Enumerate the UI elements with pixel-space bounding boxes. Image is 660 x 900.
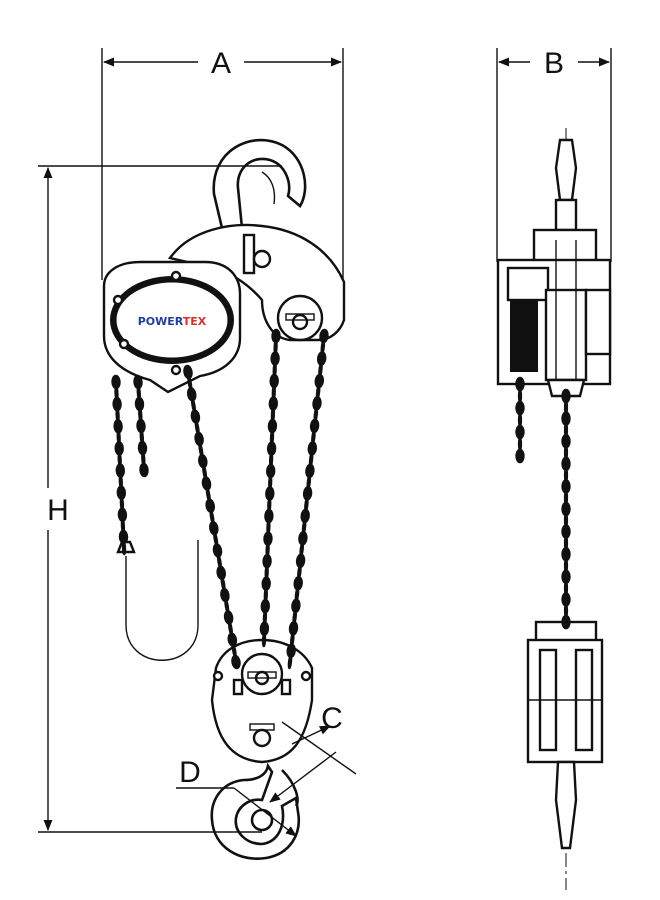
bottom-block (210, 638, 314, 764)
dimension-b: B (496, 47, 612, 262)
dimension-d-label: D (179, 756, 201, 789)
swivel-pin (252, 728, 272, 748)
dimension-c-line (281, 721, 357, 775)
side-view (496, 128, 612, 890)
side-bottom-hook (554, 760, 578, 850)
dimension-a-label: A (211, 47, 231, 80)
load-chains (111, 328, 329, 670)
label-plate (116, 282, 228, 358)
sheave-axle (291, 313, 309, 331)
chain-link (287, 654, 293, 670)
hook-latch (281, 769, 299, 807)
hand-chain-link (121, 540, 127, 556)
brand-part-1: POWER (138, 315, 184, 328)
housing-plate (242, 233, 256, 275)
dimension-h-label: H (47, 494, 69, 527)
dimension-a: A (101, 47, 344, 300)
brand-logo: POWERTEX (138, 315, 207, 328)
dimension-c-label: C (321, 702, 343, 735)
side-chains (515, 376, 571, 630)
chain-link (261, 632, 267, 648)
front-view: POWERTEX C D (102, 138, 357, 860)
dimension-b-label: B (544, 47, 564, 80)
dimension-h: H (38, 165, 282, 833)
hand-chain-loop (125, 540, 199, 661)
chain-link (231, 654, 241, 670)
hand-chain-link (139, 462, 149, 478)
chain-link (561, 614, 571, 630)
side-hand-wheel (510, 300, 538, 372)
top-hook (212, 138, 307, 230)
brand-part-2: TEX (183, 315, 207, 328)
side-top-hook (554, 138, 578, 202)
housing-bolt (252, 249, 272, 269)
hand-chain-link (515, 448, 525, 464)
